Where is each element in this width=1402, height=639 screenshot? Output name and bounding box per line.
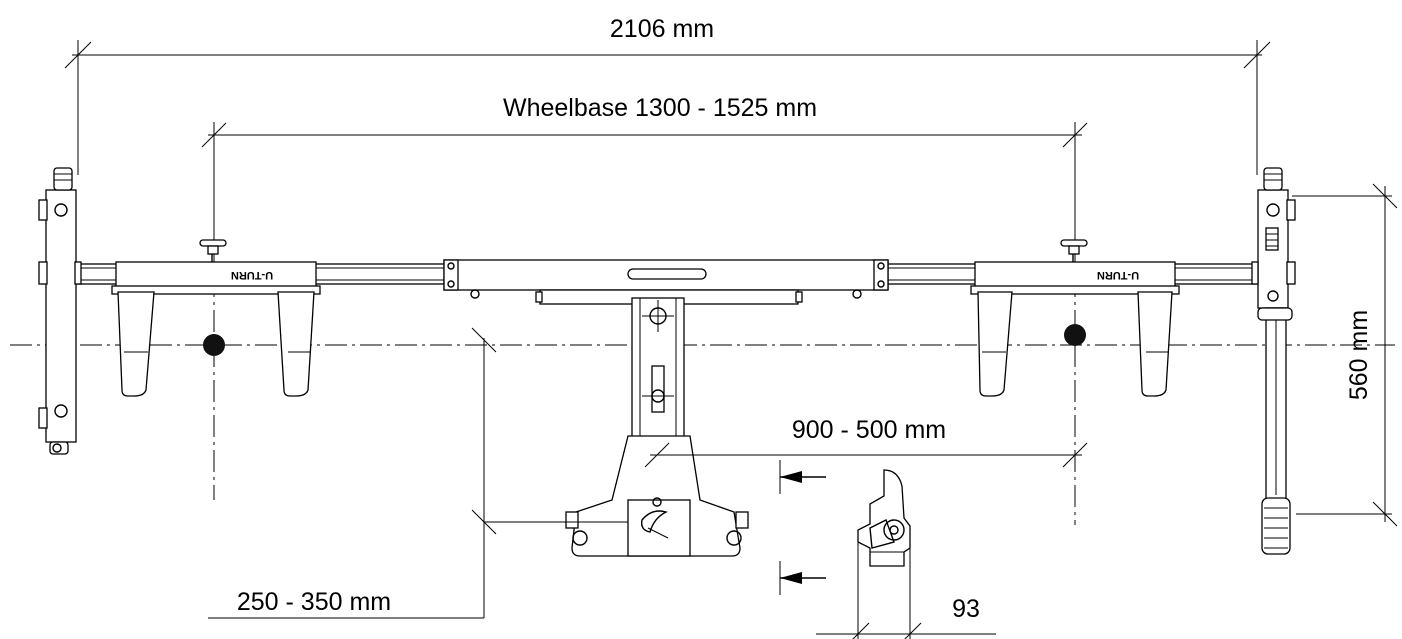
offset-label: 250 - 350 mm [237,588,391,616]
left-slider-block: U-TURN [111,239,321,397]
center-tow-bar [443,259,889,557]
overall-length-dimension: 2106 mm [64,15,1271,175]
right-slider-block: U-TURN [970,239,1180,397]
left-axle-marker [203,334,225,356]
detail-width-label: 93 [952,595,980,623]
offset-dimension: 250 - 350 mm [208,327,628,619]
right-brand-label: U-TURN [1097,269,1139,281]
wheelbase-dimension: Wheelbase 1300 - 1525 mm [201,94,1088,240]
wheelbase-label: Wheelbase 1300 - 1525 mm [503,94,817,122]
right-axle-marker [1064,324,1086,346]
left-brand-label: U-TURN [231,269,273,281]
arm-range-dimension: 900 - 500 mm [644,416,1088,468]
overall-length-label: 2106 mm [610,15,714,43]
arm-range-label: 900 - 500 mm [792,416,946,444]
left-end-plate [38,167,82,455]
width-label: 560 mm [1345,310,1373,400]
width-dimension: 560 mm [1292,183,1398,527]
section-detail: 93 [779,460,996,639]
right-end-plate [1251,167,1296,555]
